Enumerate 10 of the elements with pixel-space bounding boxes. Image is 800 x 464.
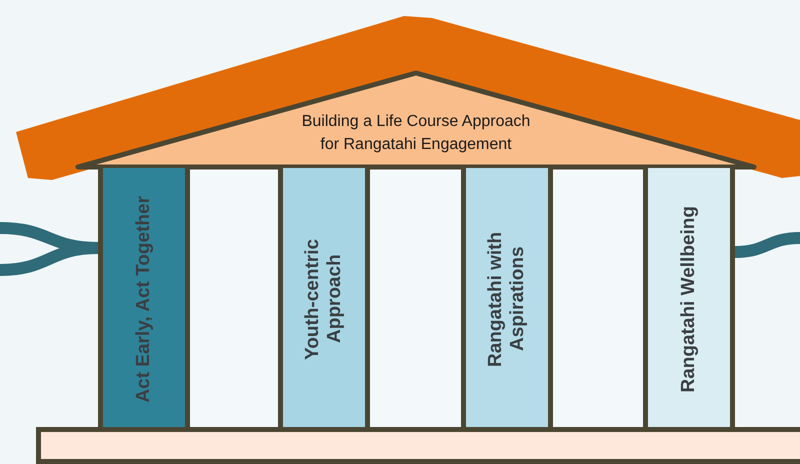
base-bar [36,427,800,464]
pillar-label: Rangatahi with Aspirations [485,230,529,369]
pediment-title: Building a Life Course Approach for Rangatahi Engagement [300,112,532,156]
pillar [461,168,553,430]
pillar [278,168,370,430]
pillar-label: Act Early, Act Together [133,196,155,402]
pillar-label: Youth-centric Approach [302,237,346,362]
pillar [98,168,190,430]
pillar-label: Rangatahi Wellbeing [678,206,700,392]
pillar [643,168,735,430]
